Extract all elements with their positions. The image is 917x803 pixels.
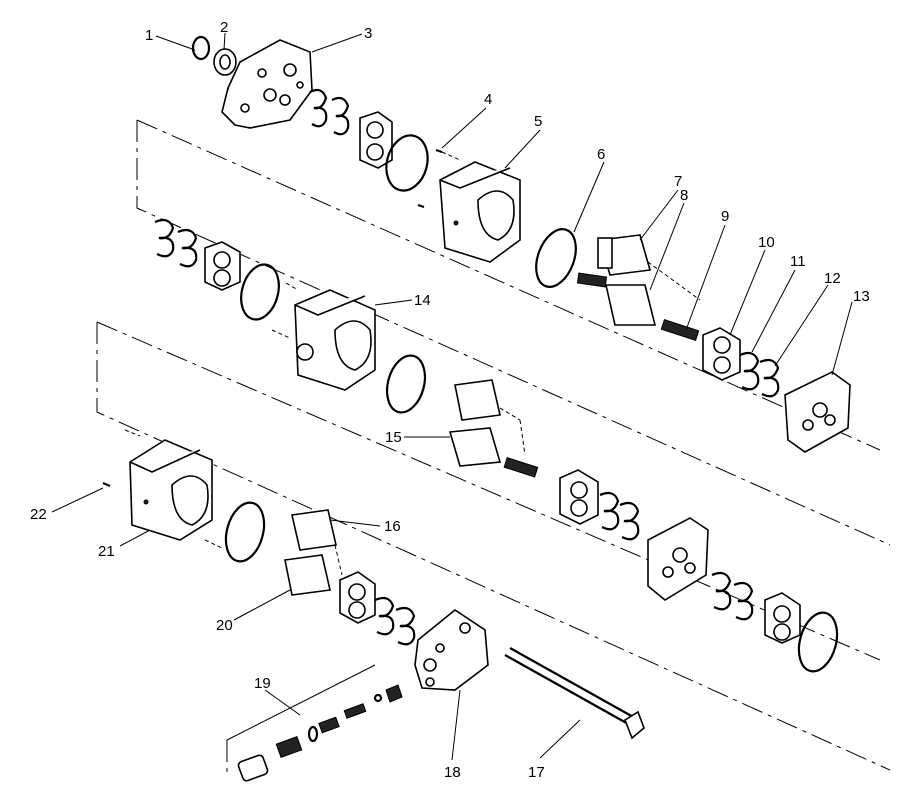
part-8-shaft-gear: [576, 272, 657, 326]
part-14-gear-housing: [271, 282, 376, 391]
callout-13: 13: [853, 288, 870, 305]
part-5-gear-housing: [439, 161, 521, 263]
part-21-gear-housing: [124, 429, 223, 549]
lower-bearing-block: [339, 571, 416, 646]
part-9-spring: [660, 319, 700, 341]
callout-6: 6: [597, 146, 605, 163]
part-15-gears: [448, 379, 539, 478]
part-20-gear: [284, 554, 331, 596]
callout-14: 14: [414, 292, 431, 309]
callout-15: 15: [385, 429, 402, 446]
callout-12: 12: [824, 270, 841, 287]
callout-2: 2: [220, 19, 228, 36]
callout-9: 9: [721, 208, 729, 225]
top-seal-ring: [385, 134, 429, 192]
callout-17: 17: [528, 764, 545, 781]
part-13-rear-plate: [784, 371, 851, 453]
middle-bearing-block: [559, 469, 640, 541]
part-7-drive-gear: [597, 234, 701, 301]
callout-21: 21: [98, 543, 115, 560]
part-11-12-seals: [739, 351, 780, 398]
callout-11: 11: [790, 253, 806, 270]
leader-lines: [51, 32, 853, 761]
part-17-bolt: [504, 647, 645, 740]
middle-o-ring: [385, 354, 427, 414]
callout-10: 10: [758, 234, 775, 251]
callout-1: 1: [145, 27, 153, 44]
callout-7: 7: [674, 173, 682, 190]
callout-5: 5: [534, 113, 542, 130]
callout-4: 4: [484, 91, 492, 108]
callout-16: 16: [384, 518, 401, 535]
middle-plate: [647, 517, 709, 601]
part-4-dowel-pins: [417, 148, 461, 209]
part-19-relief-valve: [237, 684, 403, 782]
part-3-front-cover: [221, 39, 313, 129]
callout-8: 8: [680, 187, 688, 204]
part-2-shaft-seal: [213, 48, 237, 76]
part-18-end-cover: [414, 609, 489, 691]
callout-18: 18: [444, 764, 461, 781]
callout-20: 20: [216, 617, 233, 634]
upper-left-seals: [154, 218, 280, 321]
callout-19: 19: [254, 675, 271, 692]
part-1-snap-ring: [191, 35, 211, 61]
callout-3: 3: [364, 25, 372, 42]
part-16-gear: [291, 509, 343, 576]
callout-22: 22: [30, 506, 47, 523]
part-6-o-ring: [535, 228, 577, 288]
lower-right-seals: [711, 571, 839, 673]
part-3-springs: [309, 88, 350, 136]
part-10-bearing-block: [702, 327, 741, 381]
callout-numbers: 1 2 3 4 5 6 7 8 9 10 11 12 13 14 15 16 1…: [30, 19, 870, 781]
assembly-axis-lines: [96, 119, 891, 778]
part-22-dowel-pin: [102, 481, 111, 488]
lower-o-ring: [224, 501, 266, 563]
top-bearing-block: [359, 111, 393, 169]
